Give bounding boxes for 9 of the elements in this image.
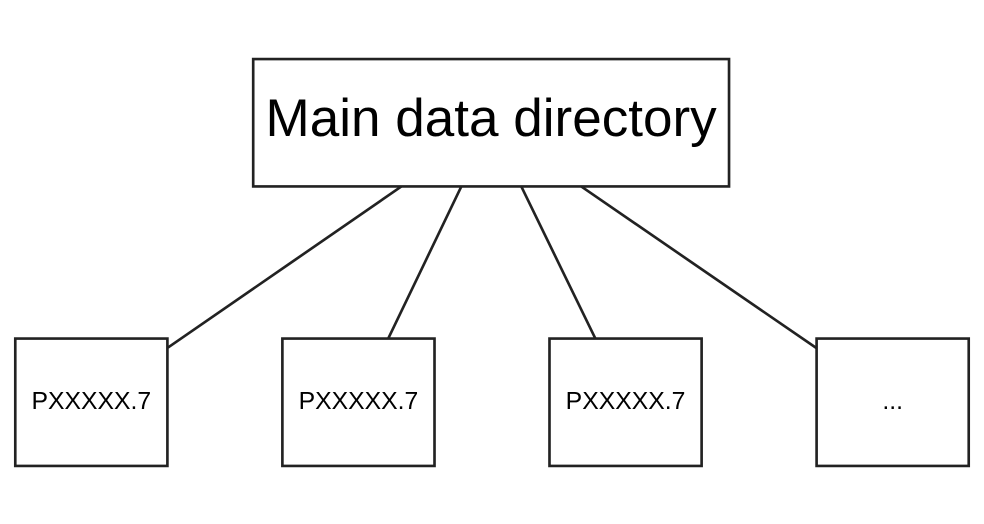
connector [387, 185, 463, 338]
connector [520, 185, 596, 338]
node-box: PXXXXX.7 [548, 336, 703, 467]
connector [580, 184, 818, 349]
node-box: Main data directory [252, 57, 730, 188]
node-box: PXXXXX.7 [281, 336, 436, 467]
connector [167, 184, 402, 348]
node-box: PXXXXX.7 [14, 336, 169, 467]
node-box: ... [815, 336, 970, 467]
